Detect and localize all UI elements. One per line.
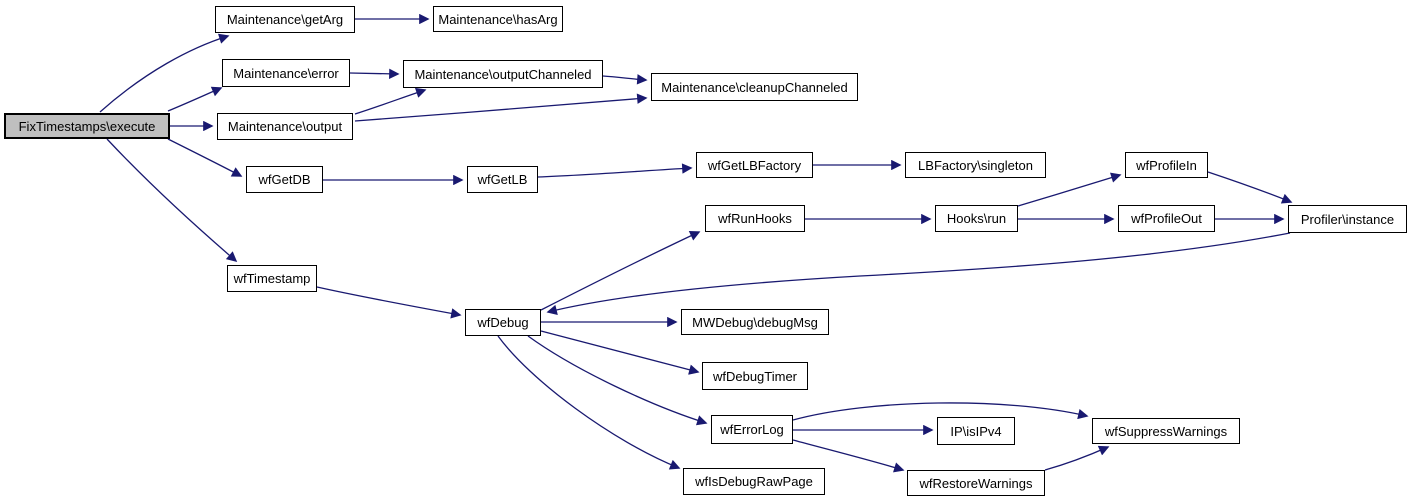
node-label: wfDebug (477, 315, 529, 330)
node-mwdebug-debugmsg[interactable]: MWDebug\debugMsg (681, 309, 829, 335)
node-label: Maintenance\cleanupChanneled (661, 79, 848, 95)
node-label: Maintenance\getArg (226, 12, 344, 27)
node-label: Maintenance\outputChanneled (414, 66, 592, 82)
node-maintenance-getarg[interactable]: Maintenance\getArg (215, 6, 355, 33)
node-label: LBFactory\singleton (918, 157, 1033, 173)
node-label: Hooks\run (946, 211, 1007, 226)
node-label: wfIsDebugRawPage (695, 474, 813, 489)
node-wfprofileout[interactable]: wfProfileOut (1118, 205, 1215, 232)
node-label: wfGetLB (477, 172, 528, 187)
edge-fixtimestamps-execute-to-wftimestamp (106, 138, 238, 263)
edge-hooks-run-to-wfprofilein (1017, 172, 1122, 207)
node-label: MWDebug\debugMsg (692, 314, 818, 330)
node-label: Maintenance\output (227, 119, 343, 134)
node-wfdebugtimer[interactable]: wfDebugTimer (702, 362, 808, 390)
edge-fixtimestamps-execute-to-maintenance-error (167, 86, 223, 112)
node-label: wfRunHooks (718, 211, 792, 226)
node-label: wfRestoreWarnings (919, 475, 1033, 491)
edge-maintenance-outputchanneled-to-maintenance-cleanupchanneled (602, 74, 648, 85)
node-lbfactory-singleton[interactable]: LBFactory\singleton (905, 152, 1046, 178)
edge-wfdebug-to-wfrunhooks (540, 231, 701, 311)
node-wferrorlog[interactable]: wfErrorLog (711, 415, 793, 444)
node-label: wfSuppressWarnings (1104, 423, 1228, 439)
node-fixtimestamps-execute[interactable]: FixTimestamps\execute (4, 113, 170, 139)
node-wfgetlbfactory[interactable]: wfGetLBFactory (696, 152, 813, 178)
edge-wfgetlb-to-wfgetlbfactory (537, 163, 693, 178)
node-label: Maintenance\hasArg (438, 11, 558, 27)
edge-wfprofilein-to-profiler-instance (1207, 171, 1293, 204)
node-wfprofilein[interactable]: wfProfileIn (1125, 152, 1208, 178)
edge-wftimestamp-to-wfdebug (316, 286, 462, 319)
node-ip-isipv4[interactable]: IP\isIPv4 (937, 417, 1015, 445)
node-wfgetdb[interactable]: wfGetDB (246, 166, 323, 193)
edge-maintenance-output-to-maintenance-cleanupchanneled (354, 93, 648, 122)
node-label: FixTimestamps\execute (18, 118, 156, 134)
edge-maintenance-output-to-maintenance-outputchanneled (354, 87, 427, 115)
node-wfrunhooks[interactable]: wfRunHooks (705, 205, 805, 232)
edge-wfrestorewarnings-to-wfsuppresswarnings (1044, 445, 1110, 471)
node-label: wfProfileIn (1136, 157, 1197, 173)
node-label: wfGetLBFactory (707, 157, 802, 173)
node-label: wfProfileOut (1131, 211, 1202, 226)
node-wfgetlb[interactable]: wfGetLB (467, 166, 538, 193)
edge-wfdebug-to-wferrorlog (527, 335, 708, 426)
edge-group (99, 13, 1293, 473)
node-wfisdebugrawpage[interactable]: wfIsDebugRawPage (683, 468, 825, 495)
edge-fixtimestamps-execute-to-wfgetdb (167, 138, 243, 177)
node-label: wfGetDB (258, 172, 311, 187)
node-wfrestorewarnings[interactable]: wfRestoreWarnings (907, 470, 1045, 496)
node-label: Profiler\instance (1300, 211, 1395, 227)
node-label: wfTimestamp (233, 271, 311, 286)
node-maintenance-cleanupchanneled[interactable]: Maintenance\cleanupChanneled (651, 73, 858, 101)
node-label: wfErrorLog (720, 422, 784, 437)
node-hooks-run[interactable]: Hooks\run (935, 205, 1018, 232)
node-wftimestamp[interactable]: wfTimestamp (227, 265, 317, 292)
edge-wfdebug-to-wfisdebugrawpage (497, 335, 681, 470)
node-wfdebug[interactable]: wfDebug (465, 309, 541, 336)
node-maintenance-output[interactable]: Maintenance\output (217, 113, 353, 140)
node-label: Maintenance\error (233, 65, 339, 81)
node-profiler-instance[interactable]: Profiler\instance (1288, 205, 1407, 233)
node-wfsuppresswarnings[interactable]: wfSuppressWarnings (1092, 418, 1240, 444)
edge-wferrorlog-to-wfrestorewarnings (792, 439, 905, 473)
edge-maintenance-error-to-maintenance-outputchanneled (349, 68, 400, 80)
node-maintenance-error[interactable]: Maintenance\error (222, 59, 350, 87)
edge-fixtimestamps-execute-to-maintenance-getarg (99, 33, 230, 113)
edge-wfdebug-to-wfdebugtimer (540, 330, 700, 375)
edge-profiler-instance-to-wfdebug (546, 232, 1291, 315)
node-label: wfDebugTimer (712, 368, 798, 384)
edge-wferrorlog-to-wfsuppresswarnings (792, 402, 1089, 421)
node-maintenance-hasarg[interactable]: Maintenance\hasArg (433, 6, 563, 32)
node-label: IP\isIPv4 (950, 423, 1002, 439)
node-maintenance-outputchanneled[interactable]: Maintenance\outputChanneled (403, 60, 603, 88)
